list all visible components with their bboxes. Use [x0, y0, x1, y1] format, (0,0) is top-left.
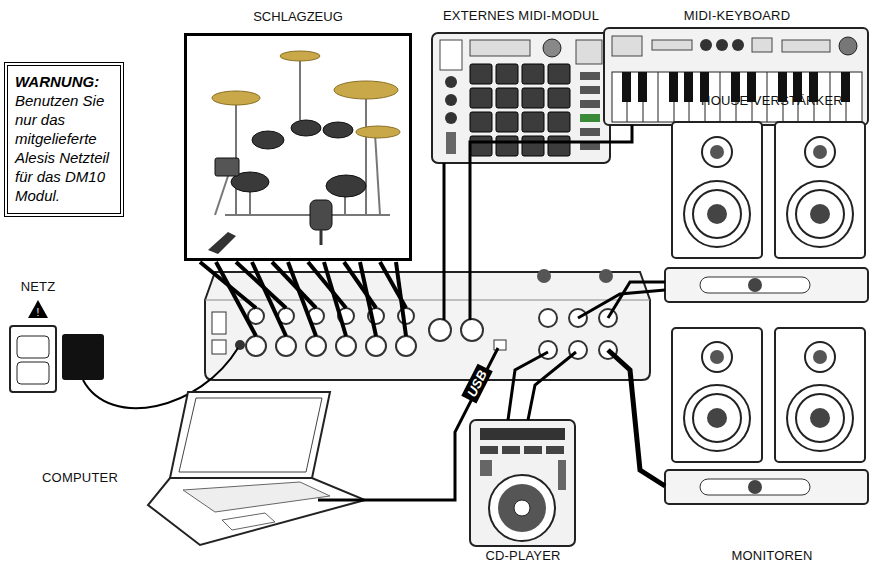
drum-kit-frame: SCHLAGZEUG	[184, 33, 412, 261]
cables	[200, 125, 665, 500]
device-label: SCHLAGZEUG	[187, 9, 409, 24]
laptop	[148, 392, 365, 545]
device-label: HOUSE-VERSTÄRKER	[701, 93, 843, 108]
device-label: MIDI-KEYBOARD	[684, 8, 791, 23]
device-label: CD-PLAYER	[485, 548, 560, 563]
device-label: NETZ	[21, 279, 56, 294]
warning-text: Benutzen Sie nur das mitgelieferte Alesi…	[15, 91, 114, 205]
svg-text:!: !	[37, 307, 40, 318]
warning-box: WARNUNG:Benutzen Sie nur das mitgeliefer…	[4, 62, 124, 217]
cd-player	[470, 420, 575, 546]
warning-heading: WARNUNG:	[15, 72, 114, 91]
dm10-module	[205, 269, 650, 380]
device-label: MONITOREN	[731, 548, 812, 563]
device-label: EXTERNES MIDI-MODUL	[443, 8, 599, 23]
house-speakers	[665, 122, 868, 302]
monitor-speakers	[665, 328, 868, 504]
device-label: COMPUTER	[42, 470, 118, 485]
midi-keyboard	[604, 28, 868, 125]
